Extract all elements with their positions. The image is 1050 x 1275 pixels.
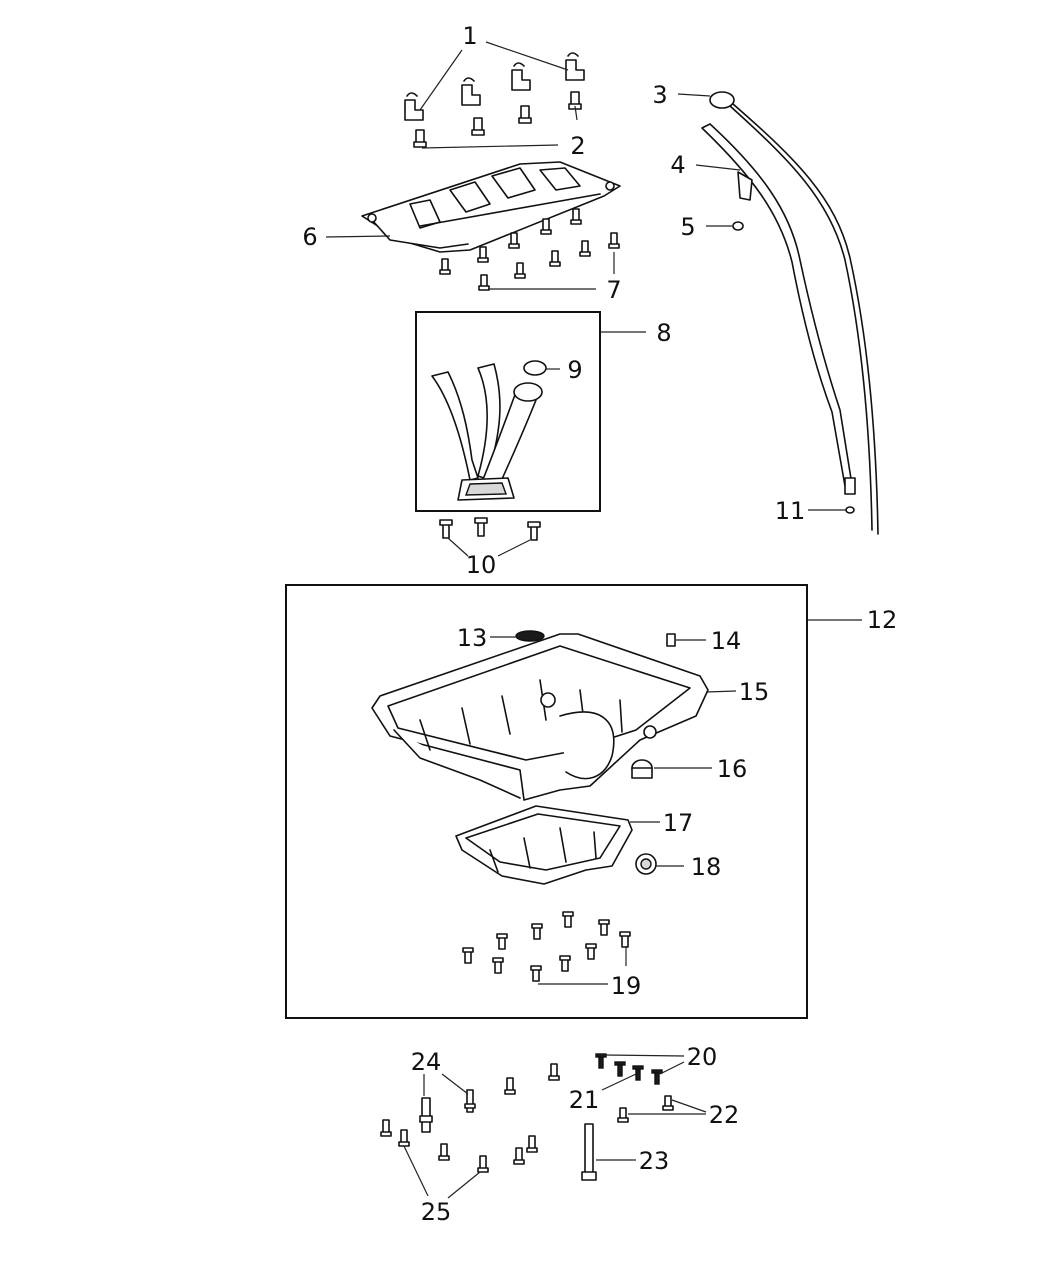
- callout-14: 14: [711, 627, 742, 655]
- part-17-lower-oil-pan: [455, 805, 633, 885]
- part-6-windage-tray: [361, 161, 621, 253]
- callout-23: 23: [639, 1147, 670, 1175]
- callout-12: 12: [867, 606, 898, 634]
- callout-13: 13: [457, 624, 488, 652]
- callout-25: 25: [421, 1198, 452, 1226]
- callout-6: 6: [302, 223, 317, 251]
- part-15-upper-oil-pan: [371, 633, 709, 801]
- part-18-drain-plug: [635, 853, 657, 875]
- callout-1: 1: [462, 22, 477, 50]
- part-5-clip: [732, 221, 744, 231]
- callout-5: 5: [680, 213, 695, 241]
- callout-8: 8: [656, 319, 671, 347]
- part-23-long-bolt: [581, 1123, 597, 1181]
- callout-21: 21: [569, 1086, 600, 1114]
- callout-24: 24: [411, 1048, 442, 1076]
- part-8-oil-pickup: [431, 363, 543, 501]
- part-3-dipstick: [709, 91, 879, 535]
- callout-16: 16: [717, 755, 748, 783]
- leader-lines: [325, 41, 862, 1199]
- part-10-bolts: [439, 517, 541, 541]
- part-11-seal: [845, 506, 855, 514]
- part-16-plug: [631, 759, 653, 779]
- part-1-oil-jets: [404, 52, 585, 121]
- callout-10: 10: [466, 551, 497, 579]
- part-7-bolts: [439, 208, 620, 291]
- part-22-bolts: [617, 1095, 674, 1123]
- callout-15: 15: [739, 678, 770, 706]
- callout-labels: 1 2 3 4 5 6 7 8 9 10 11 12 13 14 15 16 1…: [302, 22, 897, 1226]
- callout-19: 19: [611, 972, 642, 1000]
- part-14-dowel: [666, 633, 676, 647]
- callout-18: 18: [691, 853, 722, 881]
- part-13-screen: [515, 630, 545, 642]
- callout-3: 3: [652, 81, 667, 109]
- callout-20: 20: [687, 1043, 718, 1071]
- part-21-screws: [632, 1065, 663, 1085]
- part-20-screws: [595, 1053, 626, 1077]
- callout-17: 17: [663, 809, 694, 837]
- group-12-frame: [285, 584, 808, 1019]
- part-4-dipstick-tube: [701, 123, 856, 495]
- part-25-bolts: [380, 1119, 538, 1173]
- callout-4: 4: [670, 151, 685, 179]
- callout-2: 2: [570, 132, 585, 160]
- part-24-studs: [419, 1063, 560, 1133]
- group-8-frame: [415, 311, 601, 512]
- part-19-bolts: [462, 911, 631, 982]
- callout-22: 22: [709, 1101, 740, 1129]
- callout-11: 11: [775, 497, 806, 525]
- part-9-o-ring: [523, 360, 547, 376]
- callout-7: 7: [606, 276, 621, 304]
- callout-9: 9: [567, 356, 582, 384]
- part-2-bolts: [413, 91, 582, 148]
